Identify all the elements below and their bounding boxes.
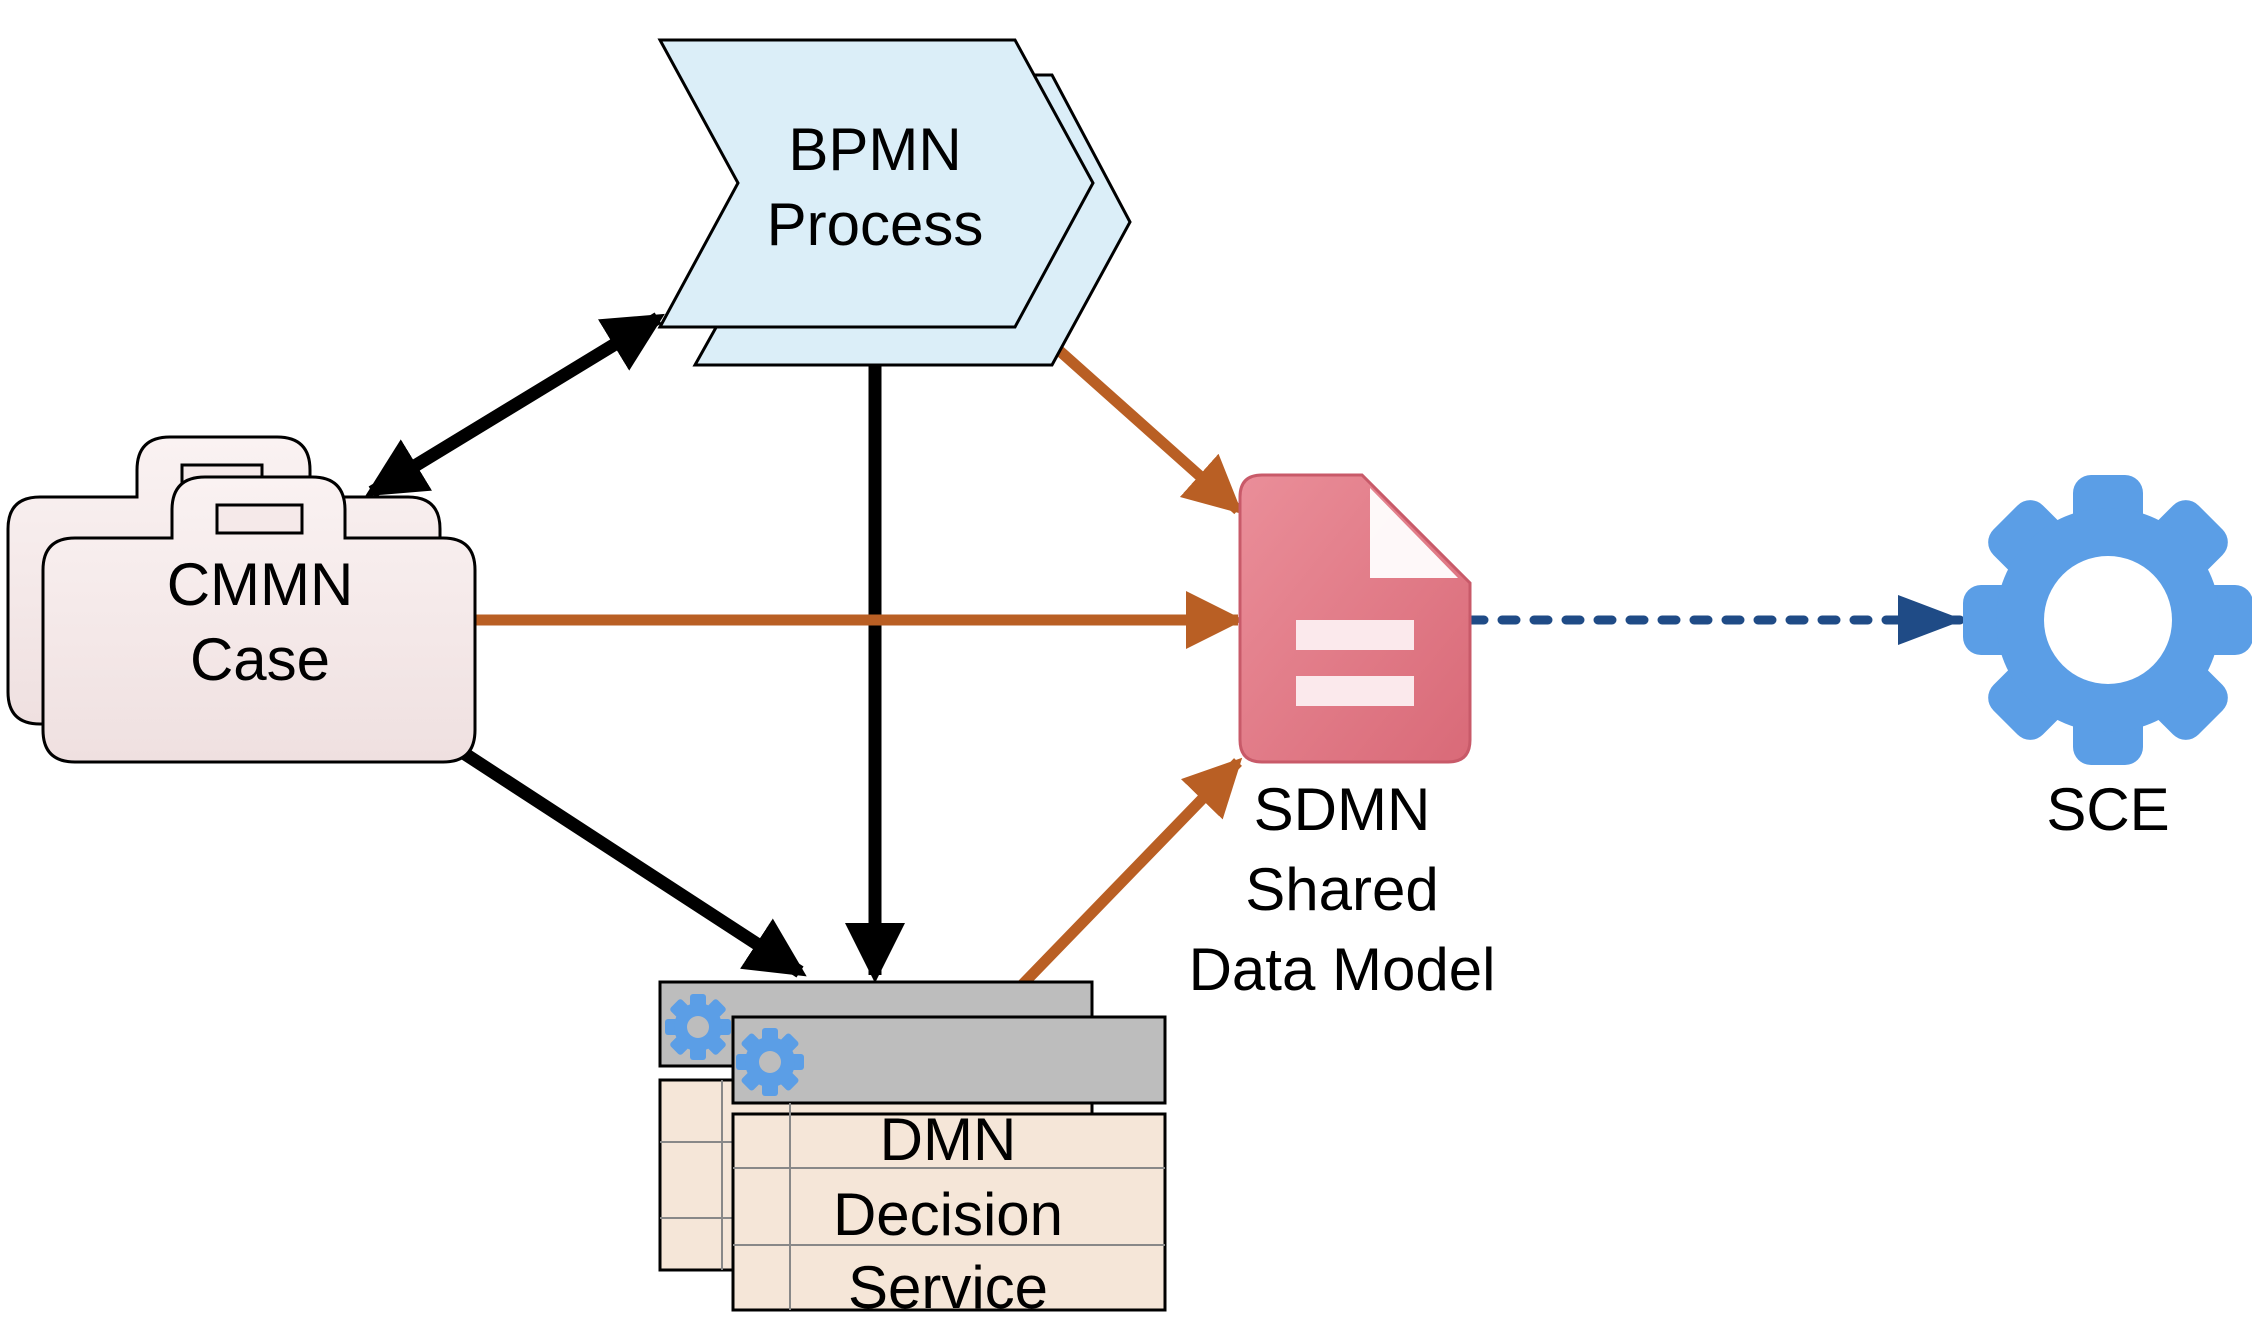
cmmn-folder-front xyxy=(41,475,477,764)
sce-node: SCE xyxy=(1963,475,2252,843)
dmn-back-gear-icon xyxy=(665,994,731,1060)
sdmn-document-body xyxy=(1238,473,1472,764)
dmn-front-gear-icon xyxy=(736,1028,804,1096)
cmmn-case-node: CMMN Case xyxy=(6,435,477,764)
sdmn-node: SDMN Shared Data Model xyxy=(1189,473,1496,1003)
bpmn-chevron-front xyxy=(657,38,1095,329)
dmn-front-body xyxy=(731,1112,1167,1312)
sdmn-label-line1: SDMN xyxy=(1254,776,1431,843)
cmmn-label-line2: Case xyxy=(190,626,330,693)
dmn-decision-table-icon xyxy=(658,980,1167,1312)
sdmn-document-icon xyxy=(1238,473,1472,764)
dmn-decision-service-node: DMN Decision Service xyxy=(658,980,1167,1318)
sce-label: SCE xyxy=(2046,776,2169,843)
bpmn-label-line2: Process xyxy=(767,191,984,258)
sce-gear-icon xyxy=(1963,475,2252,765)
sdmn-label-line2: Shared xyxy=(1245,856,1438,923)
dmn-label-line2: Decision xyxy=(833,1181,1063,1248)
dmn-label-line3: Service xyxy=(848,1254,1048,1318)
edges xyxy=(365,312,1965,1024)
edge-cmmn-bpmn xyxy=(365,312,665,498)
cmmn-label-line1: CMMN xyxy=(167,551,354,618)
cmmn-case-folder-icon xyxy=(6,435,477,764)
sdmn-document-line2 xyxy=(1296,676,1414,706)
dmn-label-line1: DMN xyxy=(880,1106,1017,1173)
dmn-front-header xyxy=(731,1015,1167,1105)
bpmn-process-chevron-icon xyxy=(657,38,1132,367)
edge-dmn-sdmn xyxy=(984,757,1243,1024)
sdmn-label-line3: Data Model xyxy=(1189,936,1496,1003)
sdmn-document-fold xyxy=(1370,488,1458,578)
bpmn-process-node: BPMN Process xyxy=(657,38,1132,367)
cmmn-folder-front-handle xyxy=(215,503,304,535)
sdmn-document-line1 xyxy=(1296,620,1414,650)
bpmn-label-line1: BPMN xyxy=(788,116,961,183)
edge-cmmn-dmn xyxy=(458,746,807,978)
